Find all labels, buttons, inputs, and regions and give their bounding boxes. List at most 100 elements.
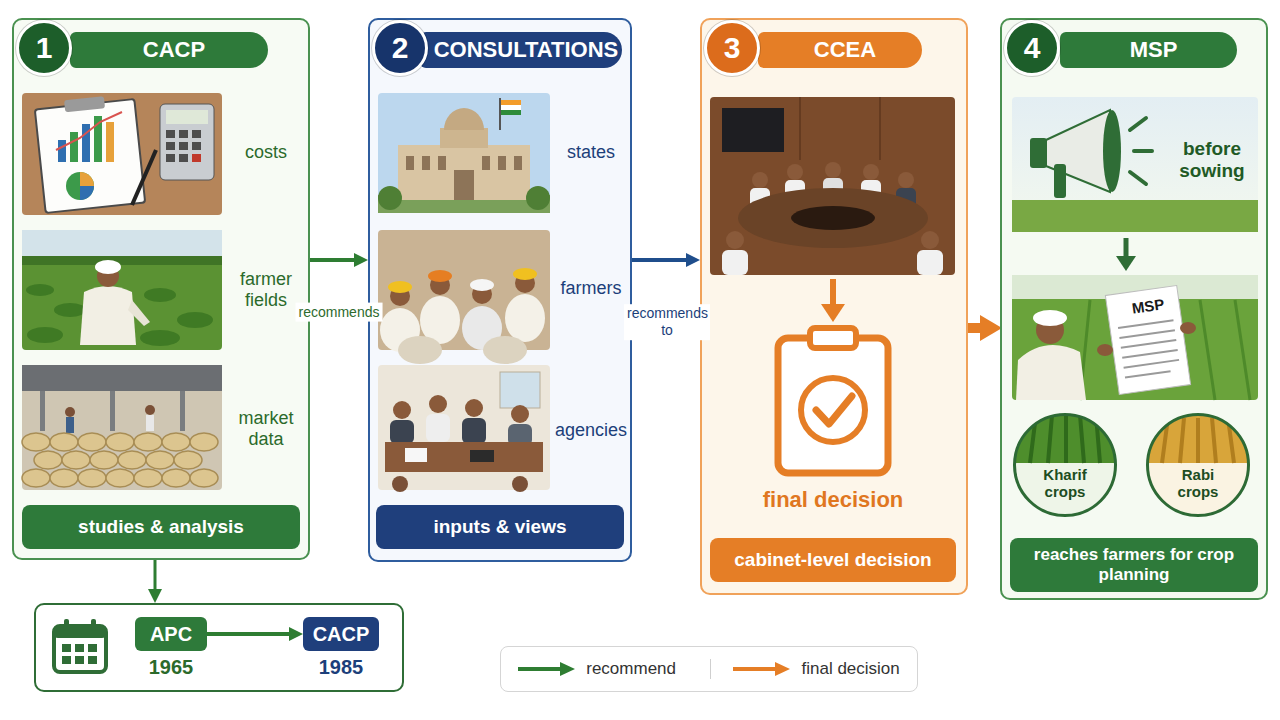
panel-caption: market data <box>228 408 304 449</box>
decision-arrow-part <box>830 279 836 306</box>
cabinet-room-photo-part <box>738 188 928 248</box>
farmers-photo-part <box>483 336 527 364</box>
paper-lines-part <box>1118 320 1173 328</box>
states-photo-part <box>498 156 506 170</box>
farmer-reading-photo-part <box>1012 275 1258 400</box>
legend-item: final decision <box>710 659 899 679</box>
calendar-icon-part <box>75 644 84 652</box>
cabinet-room-photo-part <box>863 164 879 180</box>
decision-arrow-part <box>821 304 845 322</box>
clipboard-icon-part <box>816 396 852 424</box>
cabinet-room-photo-part <box>825 162 841 178</box>
states-photo-part <box>378 93 550 213</box>
legend-arrowhead <box>775 662 790 676</box>
paper-lines-part <box>1119 330 1174 338</box>
grain-sacks-part <box>134 433 162 451</box>
panel-caption: before sowing <box>1168 138 1256 182</box>
states-photo-part <box>440 128 488 148</box>
clipboard-icon <box>778 328 888 473</box>
market-photo-part <box>22 365 222 391</box>
paper-lines-part <box>1122 350 1177 358</box>
agencies-photo-part <box>462 418 486 444</box>
market-photo-part <box>180 391 185 431</box>
panel-ground-part <box>12 18 310 560</box>
costs-photo-part <box>192 142 201 150</box>
states-photo-part <box>482 156 490 170</box>
calendar-icon-part <box>54 626 106 638</box>
farmer-reading-photo <box>1012 275 1258 400</box>
step-heading: CCEA <box>758 32 922 68</box>
farmers-photo-part <box>470 279 494 291</box>
cabinet-room-photo-part <box>722 108 784 152</box>
farmers-photo-part <box>505 294 545 342</box>
costs-photo-part <box>58 140 66 162</box>
grain-sacks <box>22 433 218 487</box>
agencies-photo-part <box>378 365 550 490</box>
costs-photo-part <box>64 96 105 112</box>
costs-photo-part <box>179 154 188 162</box>
states-photo-part <box>422 156 430 170</box>
panel-caption: farmer fields <box>228 269 304 310</box>
calendar-icon-part <box>54 626 106 672</box>
cabinet-room-photo-part <box>917 250 943 275</box>
grain-sacks-part <box>174 451 202 469</box>
market-photo <box>22 365 222 490</box>
step-number: 3 <box>704 20 760 76</box>
panel-ground-part <box>34 603 404 692</box>
agencies-photo-part <box>429 395 447 413</box>
panel-caption: costs <box>226 142 306 163</box>
flow-arrow <box>154 560 157 589</box>
cabinet-room-photo-part <box>752 172 768 188</box>
legend-item: recommend <box>518 659 676 679</box>
crop-label: Kharif crops <box>1031 466 1099 501</box>
cabinet-room-photo-part <box>710 97 955 275</box>
farmer-field-photo-part <box>95 260 121 274</box>
grain-sacks-part <box>146 451 174 469</box>
grain-sacks-part <box>90 451 118 469</box>
flow-arrow <box>968 323 980 333</box>
legend-sample <box>733 661 791 677</box>
rabi-picture-part <box>1146 413 1250 517</box>
megaphone-photo-part <box>1103 110 1121 192</box>
agencies-photo-part <box>470 450 494 462</box>
costs-photo-part <box>22 93 222 215</box>
agencies-photo-part <box>465 399 483 417</box>
costs-photo-part <box>166 110 208 124</box>
agencies-photo-part <box>385 442 543 472</box>
farmer-reading-photo-part <box>1180 322 1196 334</box>
grain-sacks-part <box>50 469 78 487</box>
states-photo-part <box>454 170 474 200</box>
costs-photo-part <box>80 186 94 200</box>
farmer-reading-photo-part <box>1097 344 1113 356</box>
box-label: reaches farmers for crop planning <box>1010 545 1258 586</box>
kharif-picture <box>1013 413 1117 517</box>
edge-label: recommends <box>296 303 383 322</box>
farmer-reading-photo-part <box>1105 285 1190 394</box>
states-photo-part <box>501 110 521 115</box>
summary-band: cabinet-level decision <box>710 538 956 582</box>
market-photo-part <box>145 405 155 415</box>
megaphone-photo-part <box>1130 172 1146 184</box>
timeline-box: APC1965CACP1985 <box>34 603 404 692</box>
states-photo-part <box>501 100 521 105</box>
grain-sacks-part <box>106 433 134 451</box>
stage-panel: cabinet-level decision3CCEAfinal decisio… <box>700 18 968 595</box>
calendar-icon-part <box>62 644 71 652</box>
costs-photo-part <box>166 154 175 162</box>
grain-sacks-part <box>50 433 78 451</box>
agencies-photo-part <box>390 420 414 444</box>
cabinet-room-photo-part <box>921 231 939 249</box>
box-label: APC <box>142 622 200 646</box>
clipboard-icon-part <box>810 328 856 348</box>
calendar-icon <box>54 619 106 672</box>
grain-sacks-part <box>134 469 162 487</box>
panel-caption: farmers <box>552 278 630 299</box>
costs-photo-part <box>166 130 175 138</box>
legend-sample <box>518 661 576 677</box>
step-heading: CONSULTATIONS <box>420 32 622 68</box>
panel-ground-part <box>1000 18 1268 600</box>
calendar-icon-part <box>91 619 96 631</box>
states-photo-part <box>398 145 530 200</box>
